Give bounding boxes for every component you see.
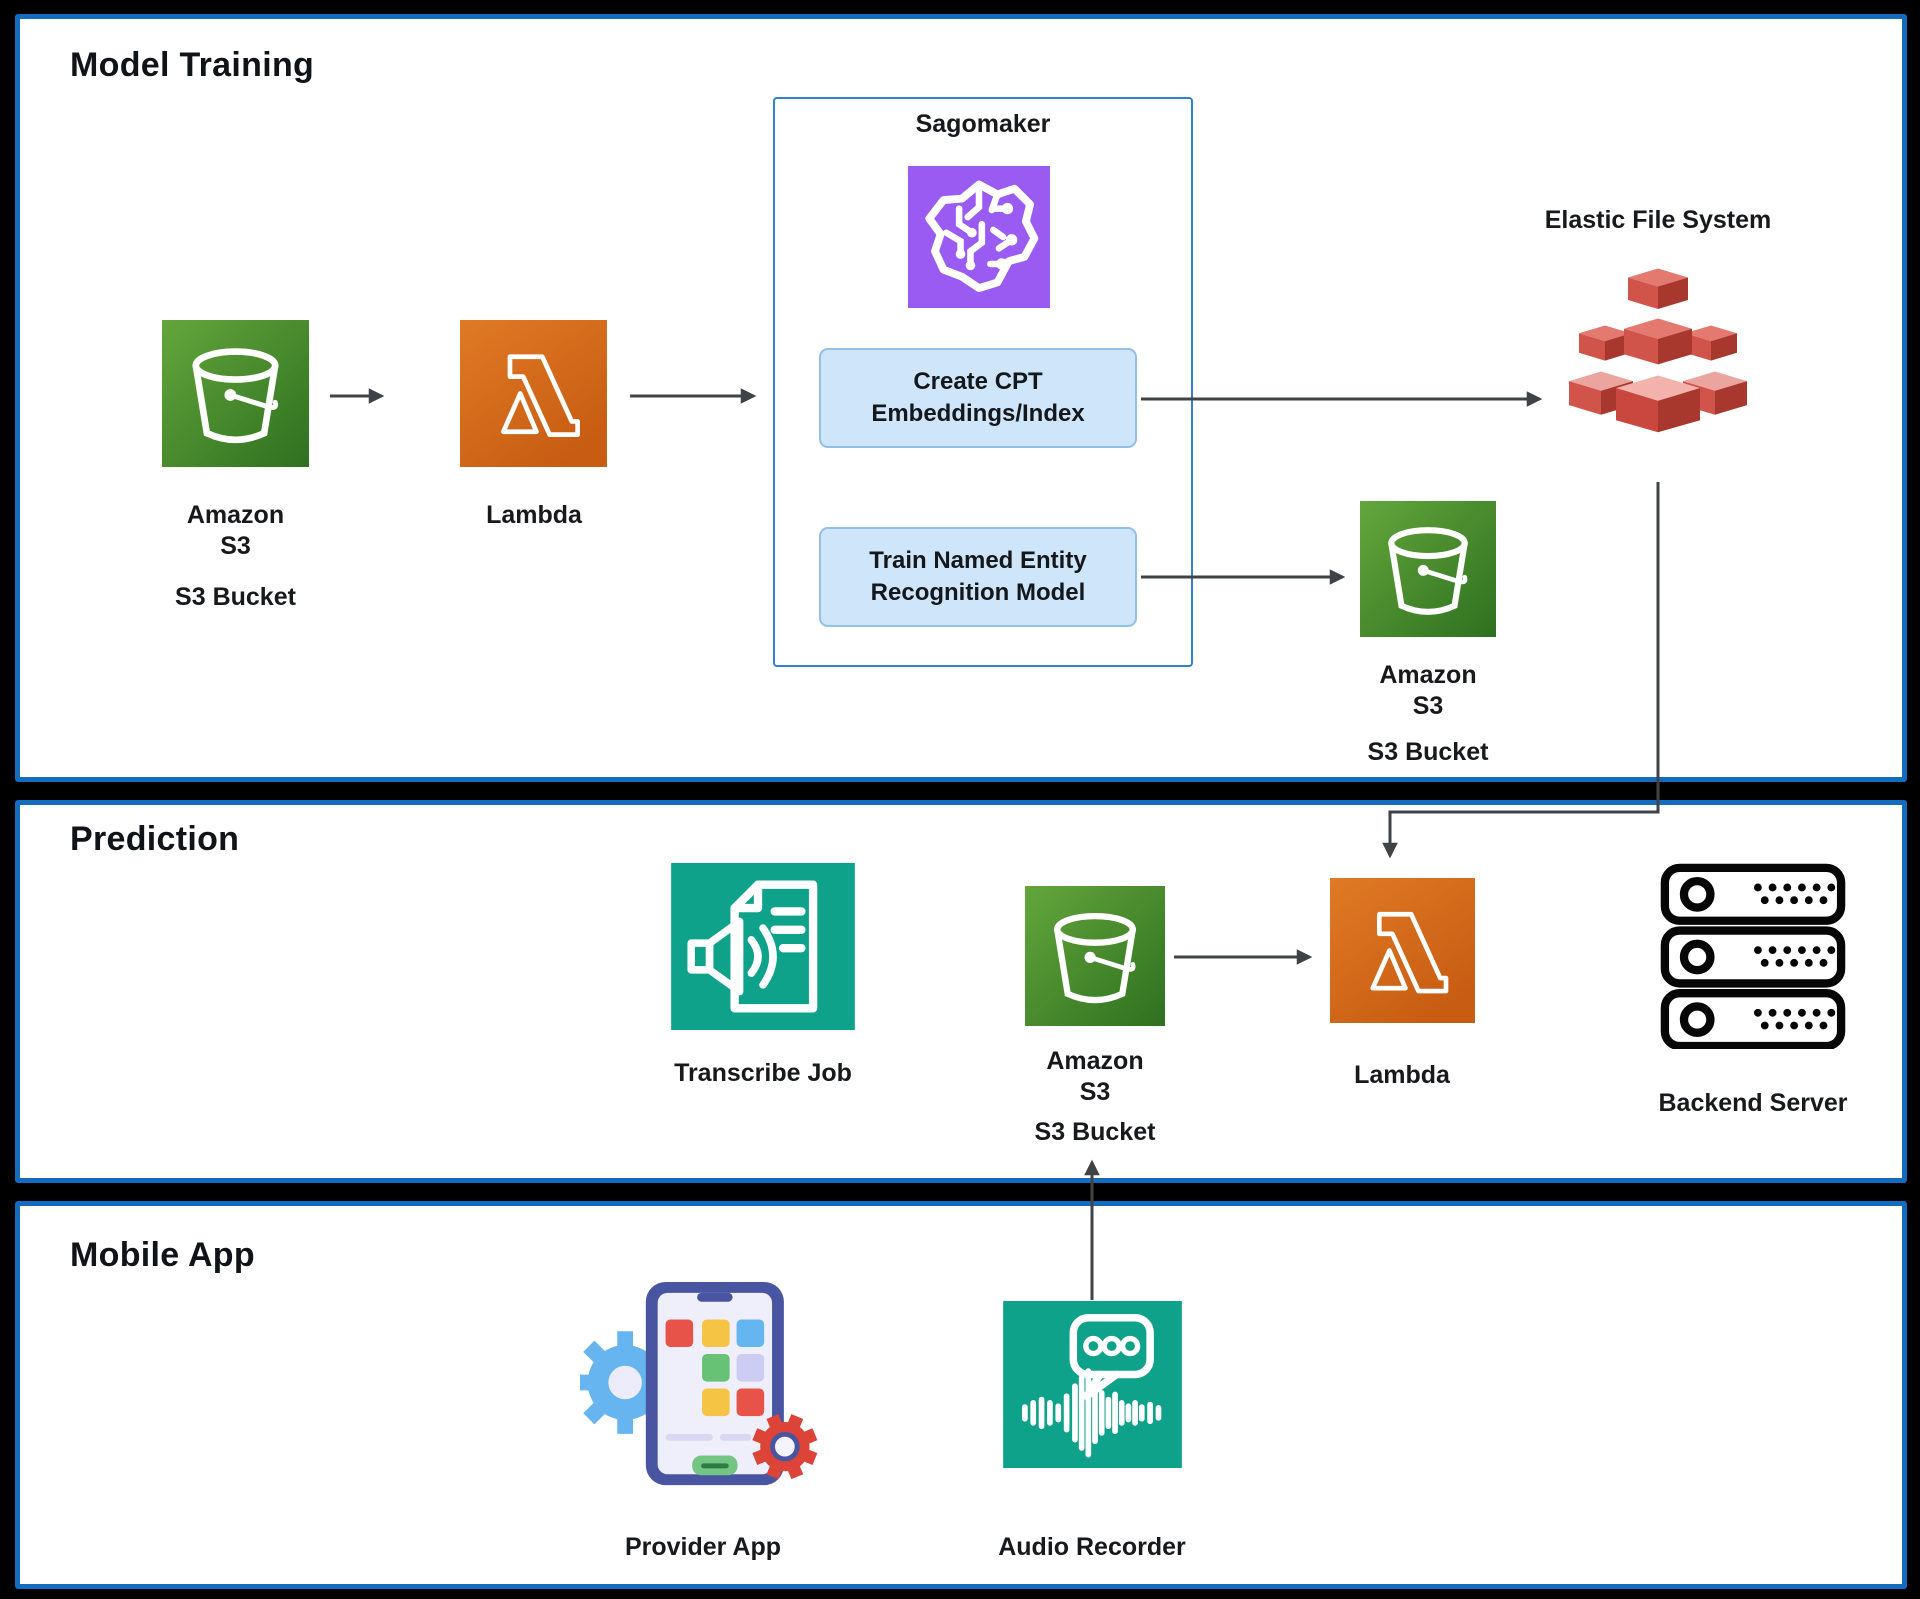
s3-train-in-bucket-label: S3 Bucket (175, 583, 296, 611)
lambda-icon (460, 320, 607, 467)
sagemaker-title: Sagomaker (915, 110, 1051, 138)
train-ner-line1: Train Named Entity (869, 547, 1087, 574)
lambda-icon (1330, 878, 1475, 1023)
s3-train-in-label: Amazon S3 (186, 501, 285, 560)
s3-bucket-icon (162, 320, 309, 467)
sagemaker-brain-icon (908, 166, 1050, 308)
lambda-predict-label: Lambda (1354, 1061, 1450, 1089)
s3-bucket-icon (1360, 501, 1496, 637)
s3-predict-label: Amazon S3 (1046, 1047, 1144, 1106)
audio-recorder-label: Audio Recorder (998, 1533, 1186, 1561)
audio-recorder-icon (1003, 1301, 1182, 1468)
transcribe-job-label: Transcribe Job (674, 1059, 852, 1087)
efs-label: Elastic File System (1544, 206, 1772, 234)
prediction-title: Prediction (70, 820, 240, 858)
create-cpt-line1: Create CPT (913, 368, 1043, 395)
backend-server-icon (1659, 863, 1847, 1049)
s3-train-out-bucket-label: S3 Bucket (1367, 738, 1489, 766)
create-cpt-line2: Embeddings/Index (871, 400, 1085, 427)
efs-cubes-icon (1563, 262, 1753, 480)
train-ner-model-box: Train Named Entity Recognition Model (819, 527, 1137, 627)
transcribe-job-icon (671, 863, 855, 1030)
provider-app-label: Provider App (624, 1533, 782, 1561)
lambda-train-label: Lambda (486, 501, 582, 529)
s3-train-out-label: Amazon S3 (1379, 661, 1477, 720)
mobile-app-panel (15, 1201, 1907, 1589)
prediction-panel (15, 800, 1907, 1183)
create-cpt-embeddings-box: Create CPT Embeddings/Index (819, 348, 1137, 448)
mobile-app-title: Mobile App (70, 1236, 255, 1274)
s3-predict-bucket-label: S3 Bucket (1034, 1118, 1156, 1146)
provider-app-icon (580, 1280, 830, 1492)
backend-server-label: Backend Server (1658, 1089, 1848, 1117)
s3-bucket-icon (1025, 886, 1165, 1026)
train-ner-line2: Recognition Model (870, 579, 1086, 606)
model-training-title: Model Training (70, 46, 315, 84)
